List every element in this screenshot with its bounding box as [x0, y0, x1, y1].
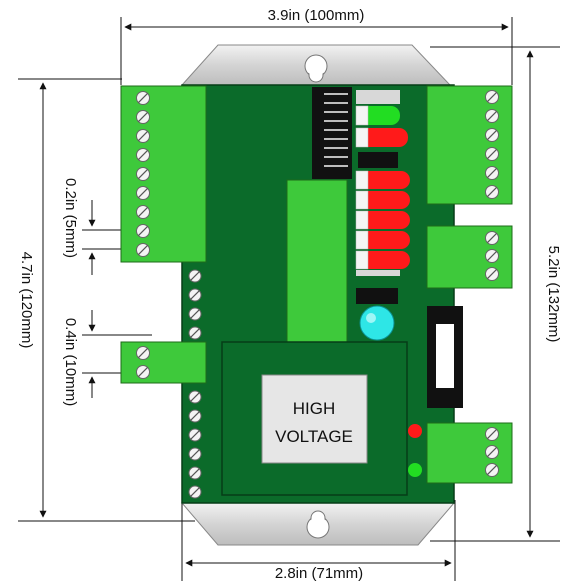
screw-icon	[136, 365, 150, 379]
board-screw-column-upper	[188, 269, 202, 340]
header-pin	[324, 111, 348, 113]
screw-icon	[485, 249, 499, 263]
screw-icon	[136, 224, 150, 238]
mounting-hole-icon	[304, 54, 328, 83]
header-pin	[324, 165, 348, 167]
right-top-terminal-screws	[485, 90, 499, 199]
right-bottom-terminal-screws	[485, 427, 499, 477]
screw-icon	[136, 186, 150, 200]
screw-icon	[485, 147, 499, 161]
slide-switch	[427, 306, 463, 408]
header-pin	[324, 102, 348, 104]
status-led-red	[408, 424, 422, 438]
pitch-small-label: 0.2in (5mm)	[62, 178, 79, 258]
screw-icon	[485, 463, 499, 477]
screw-icon	[188, 466, 202, 480]
mounting-hole-icon	[306, 510, 330, 539]
black-divider-2	[356, 288, 398, 304]
red-led-bar	[355, 170, 410, 270]
screw-icon	[136, 346, 150, 360]
pin-header-pins	[324, 93, 348, 167]
warning-line-2: VOLTAGE	[275, 427, 353, 446]
screw-icon	[485, 231, 499, 245]
header-pin	[324, 138, 348, 140]
led-red-segment-lens	[355, 190, 369, 210]
left-small-terminal-screws	[136, 346, 150, 379]
warning-line-1: HIGH	[293, 399, 336, 418]
screw-icon	[188, 409, 202, 423]
screw-icon	[188, 269, 202, 283]
pitch-large-label: 0.4in (10mm)	[62, 318, 79, 406]
right-terminal-block-top	[426, 85, 513, 205]
led-red-segment-lens	[355, 210, 369, 230]
led-strip-bottom-cap	[356, 270, 400, 276]
screw-icon	[485, 267, 499, 281]
screw-icon	[485, 128, 499, 142]
header-pin	[324, 120, 348, 122]
led-cyan	[359, 305, 395, 341]
left-terminal-screws	[136, 91, 150, 257]
screw-icon	[188, 485, 202, 499]
left-terminal-block	[120, 85, 207, 263]
led-red-segment	[356, 251, 410, 269]
screw-icon	[136, 91, 150, 105]
screw-icon	[136, 243, 150, 257]
screw-icon	[188, 428, 202, 442]
top-mounting-bracket	[180, 44, 452, 86]
board-screw-column-lower	[188, 390, 202, 499]
status-led-green	[408, 463, 422, 477]
screw-icon	[136, 129, 150, 143]
led-red-segment	[356, 211, 410, 229]
screw-icon	[485, 445, 499, 459]
total-height-label: 5.2in (132mm)	[545, 246, 561, 343]
led-red-segment-lens	[355, 250, 369, 270]
screw-icon	[136, 110, 150, 124]
led-red-segment	[356, 191, 410, 209]
right-middle-terminal-screws	[485, 231, 499, 281]
screw-icon	[188, 390, 202, 404]
right-terminal-block-bottom	[426, 422, 513, 484]
left-small-terminal-block	[120, 341, 207, 384]
led-red-segment-lens	[355, 230, 369, 250]
screw-icon	[136, 148, 150, 162]
screw-icon	[188, 288, 202, 302]
led-red-segment	[356, 231, 410, 249]
screw-icon	[188, 447, 202, 461]
header-pin	[324, 129, 348, 131]
black-divider-1	[358, 152, 398, 168]
screw-icon	[188, 326, 202, 340]
header-pin	[324, 147, 348, 149]
right-terminal-block-middle	[426, 225, 513, 289]
screw-icon	[485, 185, 499, 199]
screw-icon	[136, 205, 150, 219]
screw-icon	[485, 427, 499, 441]
led-red-segment	[356, 171, 410, 189]
bottom-width-label: 2.8in (71mm)	[275, 565, 363, 581]
green-component	[286, 179, 348, 343]
screw-icon	[485, 90, 499, 104]
width-label: 3.9in (100mm)	[268, 7, 365, 24]
led-red-segment-lens	[355, 170, 369, 190]
header-pin	[324, 93, 348, 95]
screw-icon	[485, 166, 499, 180]
screw-icon	[188, 307, 202, 321]
led-strip-top-cap	[356, 90, 400, 104]
led-green	[355, 105, 400, 126]
bottom-mounting-bracket	[180, 502, 456, 546]
led-red-1	[355, 127, 408, 148]
high-voltage-label-box	[261, 374, 368, 464]
header-pin	[324, 156, 348, 158]
screw-icon	[136, 167, 150, 181]
height-label: 4.7in (120mm)	[18, 252, 35, 349]
screw-icon	[485, 109, 499, 123]
